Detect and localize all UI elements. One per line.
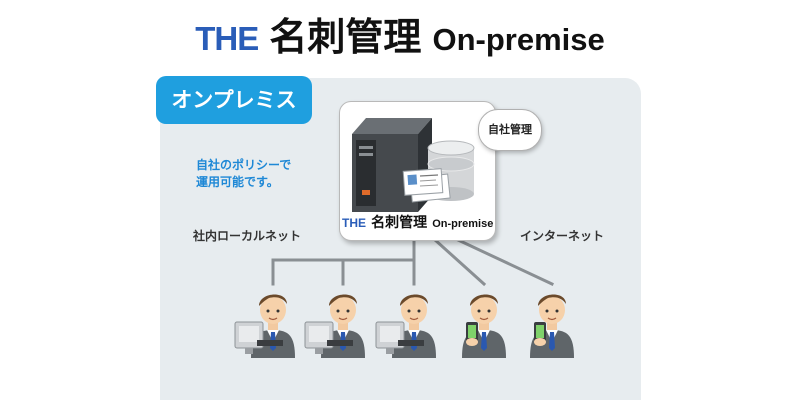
title-brand: THE	[195, 20, 259, 57]
internet-line-1	[431, 236, 487, 287]
user-pc-1	[234, 293, 296, 359]
title-product: 名刺管理	[269, 15, 422, 59]
user-phone-1	[461, 293, 507, 359]
internet-line-2	[454, 237, 554, 286]
server-logo-brand: THE	[342, 216, 366, 230]
policy-line-2: 運用可能です。	[196, 175, 279, 189]
user-pc-2	[304, 293, 366, 359]
lan-label: 社内ローカルネット	[193, 229, 302, 243]
user-pc-3	[375, 293, 437, 359]
server-logo-edition: On-premise	[432, 218, 494, 230]
user-phone-2	[529, 293, 575, 359]
business-card-icon	[402, 168, 451, 203]
internet-label: インターネット	[520, 229, 605, 243]
server-tower-icon	[352, 118, 432, 212]
self-managed-bubble: 自社管理	[478, 109, 542, 151]
policy-line-1: 自社のポリシーで	[196, 158, 292, 172]
server-logo: THE 名刺管理 On-premise	[342, 212, 493, 232]
page-title: THE 名刺管理 On-premise	[0, 6, 800, 61]
onpremise-badge: オンプレミス	[156, 76, 312, 124]
title-edition: On-premise	[432, 22, 605, 57]
server-logo-product: 名刺管理	[371, 215, 428, 231]
policy-note: 自社のポリシーで 運用可能です。	[196, 157, 291, 191]
